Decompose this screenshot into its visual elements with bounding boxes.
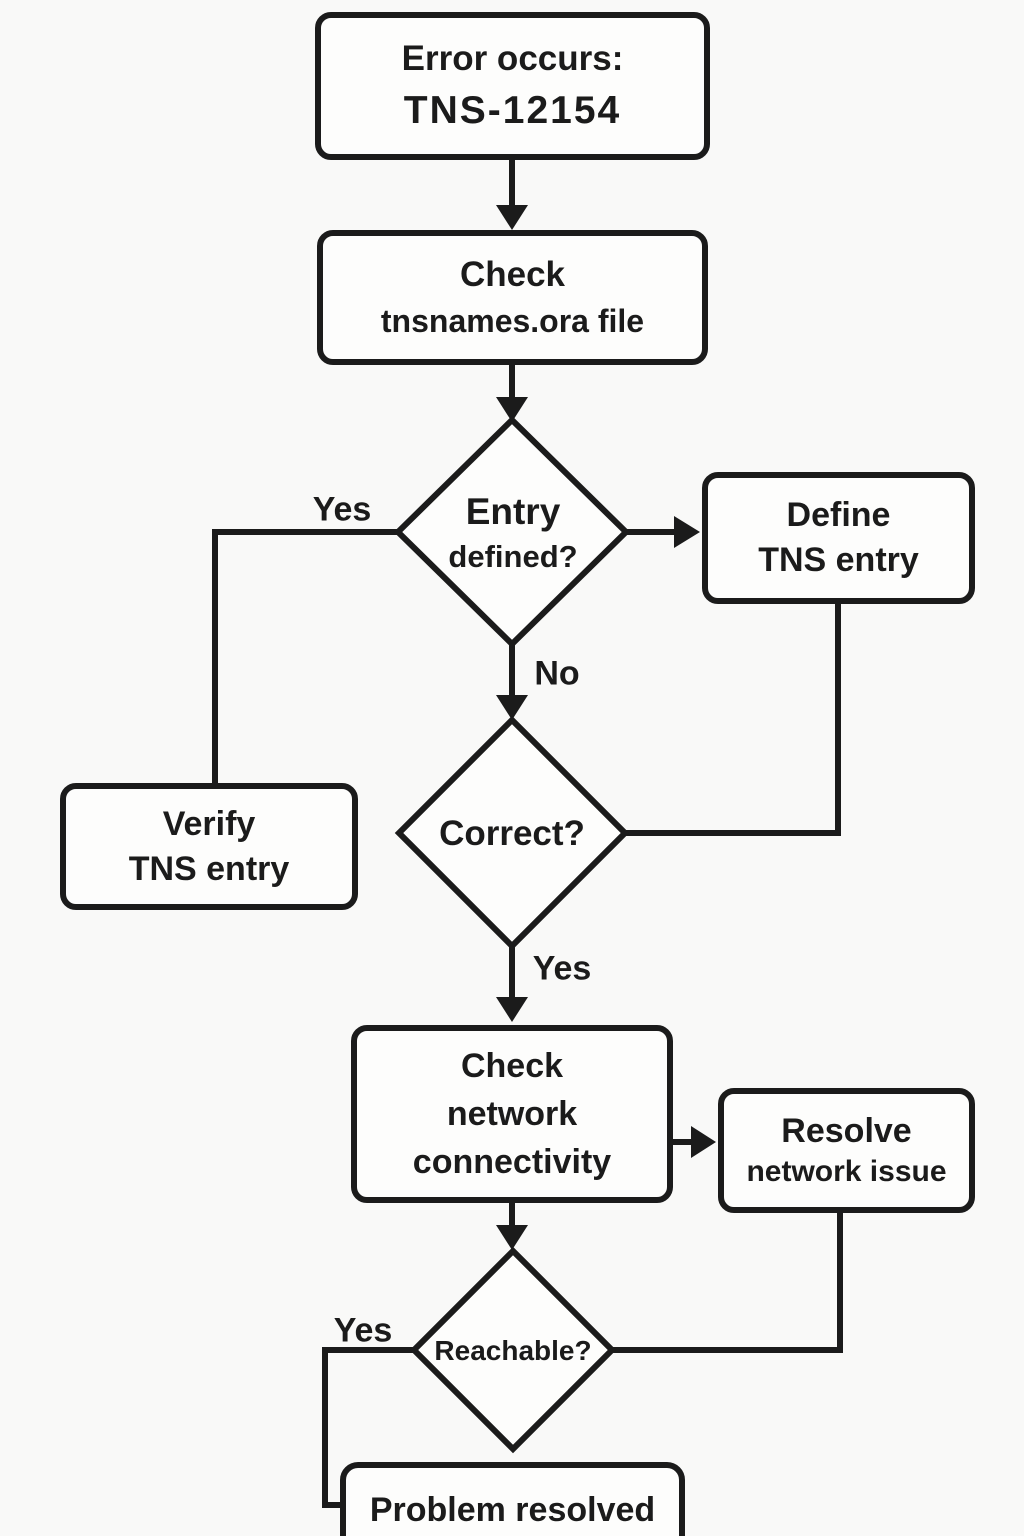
edge-label-correct-yes: Yes [532, 949, 592, 988]
node-label: connectivity [412, 1143, 612, 1182]
decision-correct-shape [394, 715, 630, 951]
edge-check-tns-to-entry-defined [496, 365, 528, 422]
edge-resolve-to-reachable [613, 1213, 843, 1353]
edge-label-entry-no: No [534, 654, 580, 693]
edge-reachable-yes-to-resolved [322, 1347, 414, 1508]
node-label: network [446, 1094, 578, 1133]
arrowhead-down-icon [496, 997, 528, 1022]
decision-reachable: Reachable? [434, 1335, 591, 1367]
node-label: Error occurs: [401, 39, 624, 78]
decision-entry-defined-shape [393, 415, 631, 649]
arrowhead-down-icon [496, 205, 528, 230]
node-error-occurs: Error occurs: TNS-12154 [315, 12, 710, 160]
edge-error-to-check-tns [496, 160, 528, 230]
decision-label: defined? [448, 539, 578, 574]
node-label: Define [786, 496, 891, 534]
node-label: Check [459, 255, 566, 294]
arrowhead-right-icon [674, 516, 700, 548]
node-label: Verify [162, 804, 256, 843]
node-label: tnsnames.ora file [380, 303, 645, 339]
edge-label-reachable-yes: Yes [333, 1311, 393, 1350]
node-problem-resolved: Problem resolved [340, 1462, 685, 1536]
decision-reachable-shape [409, 1246, 617, 1454]
node-verify-tns-entry: Verify TNS entry [60, 783, 358, 910]
decision-label: Reachable? [434, 1335, 592, 1366]
edge-entry-defined-no-to-correct [496, 642, 528, 720]
decision-label: Correct? [439, 814, 585, 853]
decision-correct: Correct? [439, 814, 585, 854]
arrowhead-down-icon [496, 397, 528, 422]
edge-label-entry-yes: Yes [312, 490, 372, 529]
node-define-tns-entry: Define TNS entry [702, 472, 975, 604]
edge-entry-defined-yes-to-verify [212, 529, 402, 785]
node-check-tnsnames: Check tnsnames.ora file [317, 230, 708, 365]
node-resolve-network-issue: Resolve network issue [718, 1088, 975, 1213]
node-label: network issue [746, 1155, 947, 1188]
edge-check-network-to-reachable [496, 1203, 528, 1250]
arrowhead-down-icon [496, 695, 528, 720]
node-label: TNS entry [758, 541, 919, 579]
edge-define-entry-to-correct [625, 604, 841, 836]
node-label: TNS entry [128, 849, 290, 888]
decision-entry-defined: Entry defined? [448, 491, 577, 575]
node-label: Resolve [781, 1112, 912, 1150]
node-label: Check [460, 1046, 564, 1085]
edge-correct-yes-to-check-network [496, 943, 528, 1022]
node-label: TNS-12154 [403, 89, 622, 132]
arrowhead-down-icon [496, 1225, 528, 1250]
edge-check-network-to-resolve [673, 1126, 716, 1158]
arrowhead-right-icon [691, 1126, 716, 1158]
decision-label: Entry [465, 491, 561, 532]
node-check-network-connectivity: Check network connectivity [351, 1025, 673, 1203]
node-label: Problem resolved [369, 1490, 656, 1529]
edge-entry-defined-to-define-entry [625, 516, 700, 548]
